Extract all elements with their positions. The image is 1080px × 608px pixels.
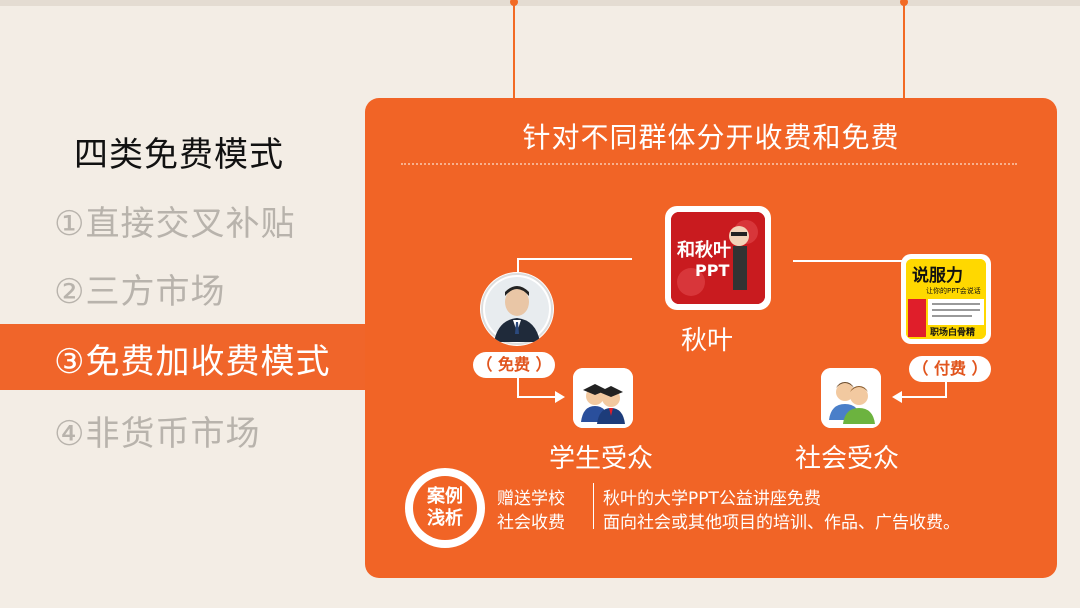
qiuye-logo-image: 和秋叶 PPT [671,212,765,304]
book-cover[interactable]: 说服力 让你的PPT会说话 职场白骨精 [901,254,991,344]
arrow-left-icon [892,391,902,403]
free-pill: （ 免费 ） [473,352,555,378]
svg-text:说服力: 说服力 [912,265,963,286]
hanging-line-right [903,0,905,98]
hanging-dot-right [900,0,908,6]
connector-paid-down [945,374,947,398]
modes-title: 四类免费模式 [74,135,284,175]
mode-item-active-highlight [0,324,368,390]
top-bar [0,0,1080,6]
paid-pill: （ 付费 ） [909,356,991,382]
case-right-line2: 面向社会或其他项目的培训、作品、广告收费。 [603,513,960,533]
society-label: 社会受众 [795,444,900,474]
student-label: 学生受众 [549,444,654,474]
case-badge-line2: 浅析 [427,508,463,529]
mode-item-1[interactable]: ①直接交叉补贴 [54,204,296,244]
case-left-line2: 社会收费 [497,513,565,533]
svg-text:PPT: PPT [695,261,729,280]
connector-top-right [793,260,903,262]
presenter-avatar [480,272,554,346]
case-right-line1: 秋叶的大学PPT公益讲座免费 [603,489,821,509]
connector-free-down [517,374,519,398]
panel-title: 针对不同群体分开收费和免费 [522,121,900,154]
title-divider [401,163,1017,165]
book-cover-image: 说服力 让你的PPT会说话 职场白骨精 [906,259,986,339]
connector-left-drop [517,258,519,272]
society-group-icon [821,368,881,428]
case-left-line1: 赠送学校 [497,489,565,509]
case-panel: 针对不同群体分开收费和免费 和秋叶 PPT 秋叶 [365,98,1057,578]
mode-item-4[interactable]: ④非货币市场 [54,414,261,454]
mode-item-2[interactable]: ②三方市场 [54,272,226,312]
hanging-line-left [513,0,515,98]
qiuye-card[interactable]: 和秋叶 PPT [665,206,771,310]
connector-top-left [517,258,632,260]
student-group-icon [573,368,633,428]
qiuye-label: 秋叶 [681,326,734,356]
case-badge-line1: 案例 [427,486,463,507]
mode-item-3-active[interactable]: ③免费加收费模式 [54,342,331,382]
case-badge: 案例 浅析 [405,468,485,548]
case-separator [593,483,594,529]
connector-paid-arrow [901,396,947,398]
svg-text:和秋叶: 和秋叶 [677,239,731,261]
svg-text:职场白骨精: 职场白骨精 [930,326,975,338]
arrow-right-icon [555,391,565,403]
hanging-dot-left [510,0,518,6]
connector-free-arrow [517,396,557,398]
svg-text:让你的PPT会说话: 让你的PPT会说话 [926,286,981,295]
